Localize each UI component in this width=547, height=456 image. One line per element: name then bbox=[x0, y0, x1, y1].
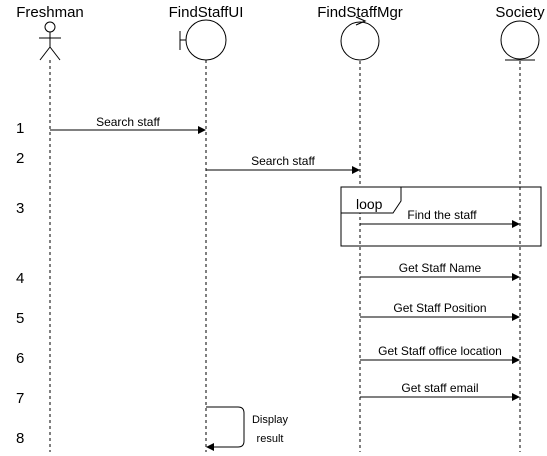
step-number: 5 bbox=[16, 310, 24, 327]
message-get-staff-office-location: Get Staff office location bbox=[360, 344, 520, 364]
self-message-label-line-2: result bbox=[257, 433, 284, 445]
lifeline-label-freshman: Freshman bbox=[16, 4, 84, 21]
self-message-label-line-1: Display bbox=[252, 414, 289, 426]
loop-fragment-label: loop bbox=[356, 196, 383, 212]
message-label: Search staff bbox=[251, 154, 315, 168]
message-label: Get Staff office location bbox=[378, 344, 502, 358]
step-number: 3 bbox=[16, 200, 24, 217]
message-label: Get Staff Name bbox=[399, 261, 482, 275]
message-label: Get Staff Position bbox=[393, 301, 486, 315]
message-find-the-staff: Find the staff bbox=[360, 208, 520, 228]
lifeline-label-findstaffmgr: FindStaffMgr bbox=[317, 4, 403, 21]
message-get-staff-position: Get Staff Position bbox=[360, 301, 520, 321]
message-search-staff-1: Search staff bbox=[50, 115, 206, 134]
actor-icon bbox=[39, 21, 61, 61]
self-message-display-result: Display result bbox=[206, 406, 289, 451]
lifeline-label-society: Society bbox=[495, 4, 545, 21]
message-get-staff-name: Get Staff Name bbox=[360, 261, 520, 281]
entity-icon bbox=[500, 20, 540, 61]
message-label: Find the staff bbox=[407, 208, 477, 222]
message-label: Get staff email bbox=[401, 381, 478, 395]
step-number: 7 bbox=[16, 390, 24, 407]
control-icon bbox=[340, 16, 380, 61]
loop-fragment: loop bbox=[340, 186, 542, 247]
step-numbers: 1 2 3 4 5 6 7 8 bbox=[16, 120, 24, 447]
message-search-staff-2: Search staff bbox=[206, 154, 360, 174]
step-number: 1 bbox=[16, 120, 24, 137]
step-number: 2 bbox=[16, 150, 24, 167]
step-number: 4 bbox=[16, 270, 24, 287]
message-get-staff-email: Get staff email bbox=[360, 381, 520, 401]
boundary-icon bbox=[179, 19, 227, 61]
message-label: Search staff bbox=[96, 115, 160, 129]
step-number: 8 bbox=[16, 430, 24, 447]
step-number: 6 bbox=[16, 350, 24, 367]
lifeline-label-findstaffui: FindStaffUI bbox=[169, 4, 244, 21]
